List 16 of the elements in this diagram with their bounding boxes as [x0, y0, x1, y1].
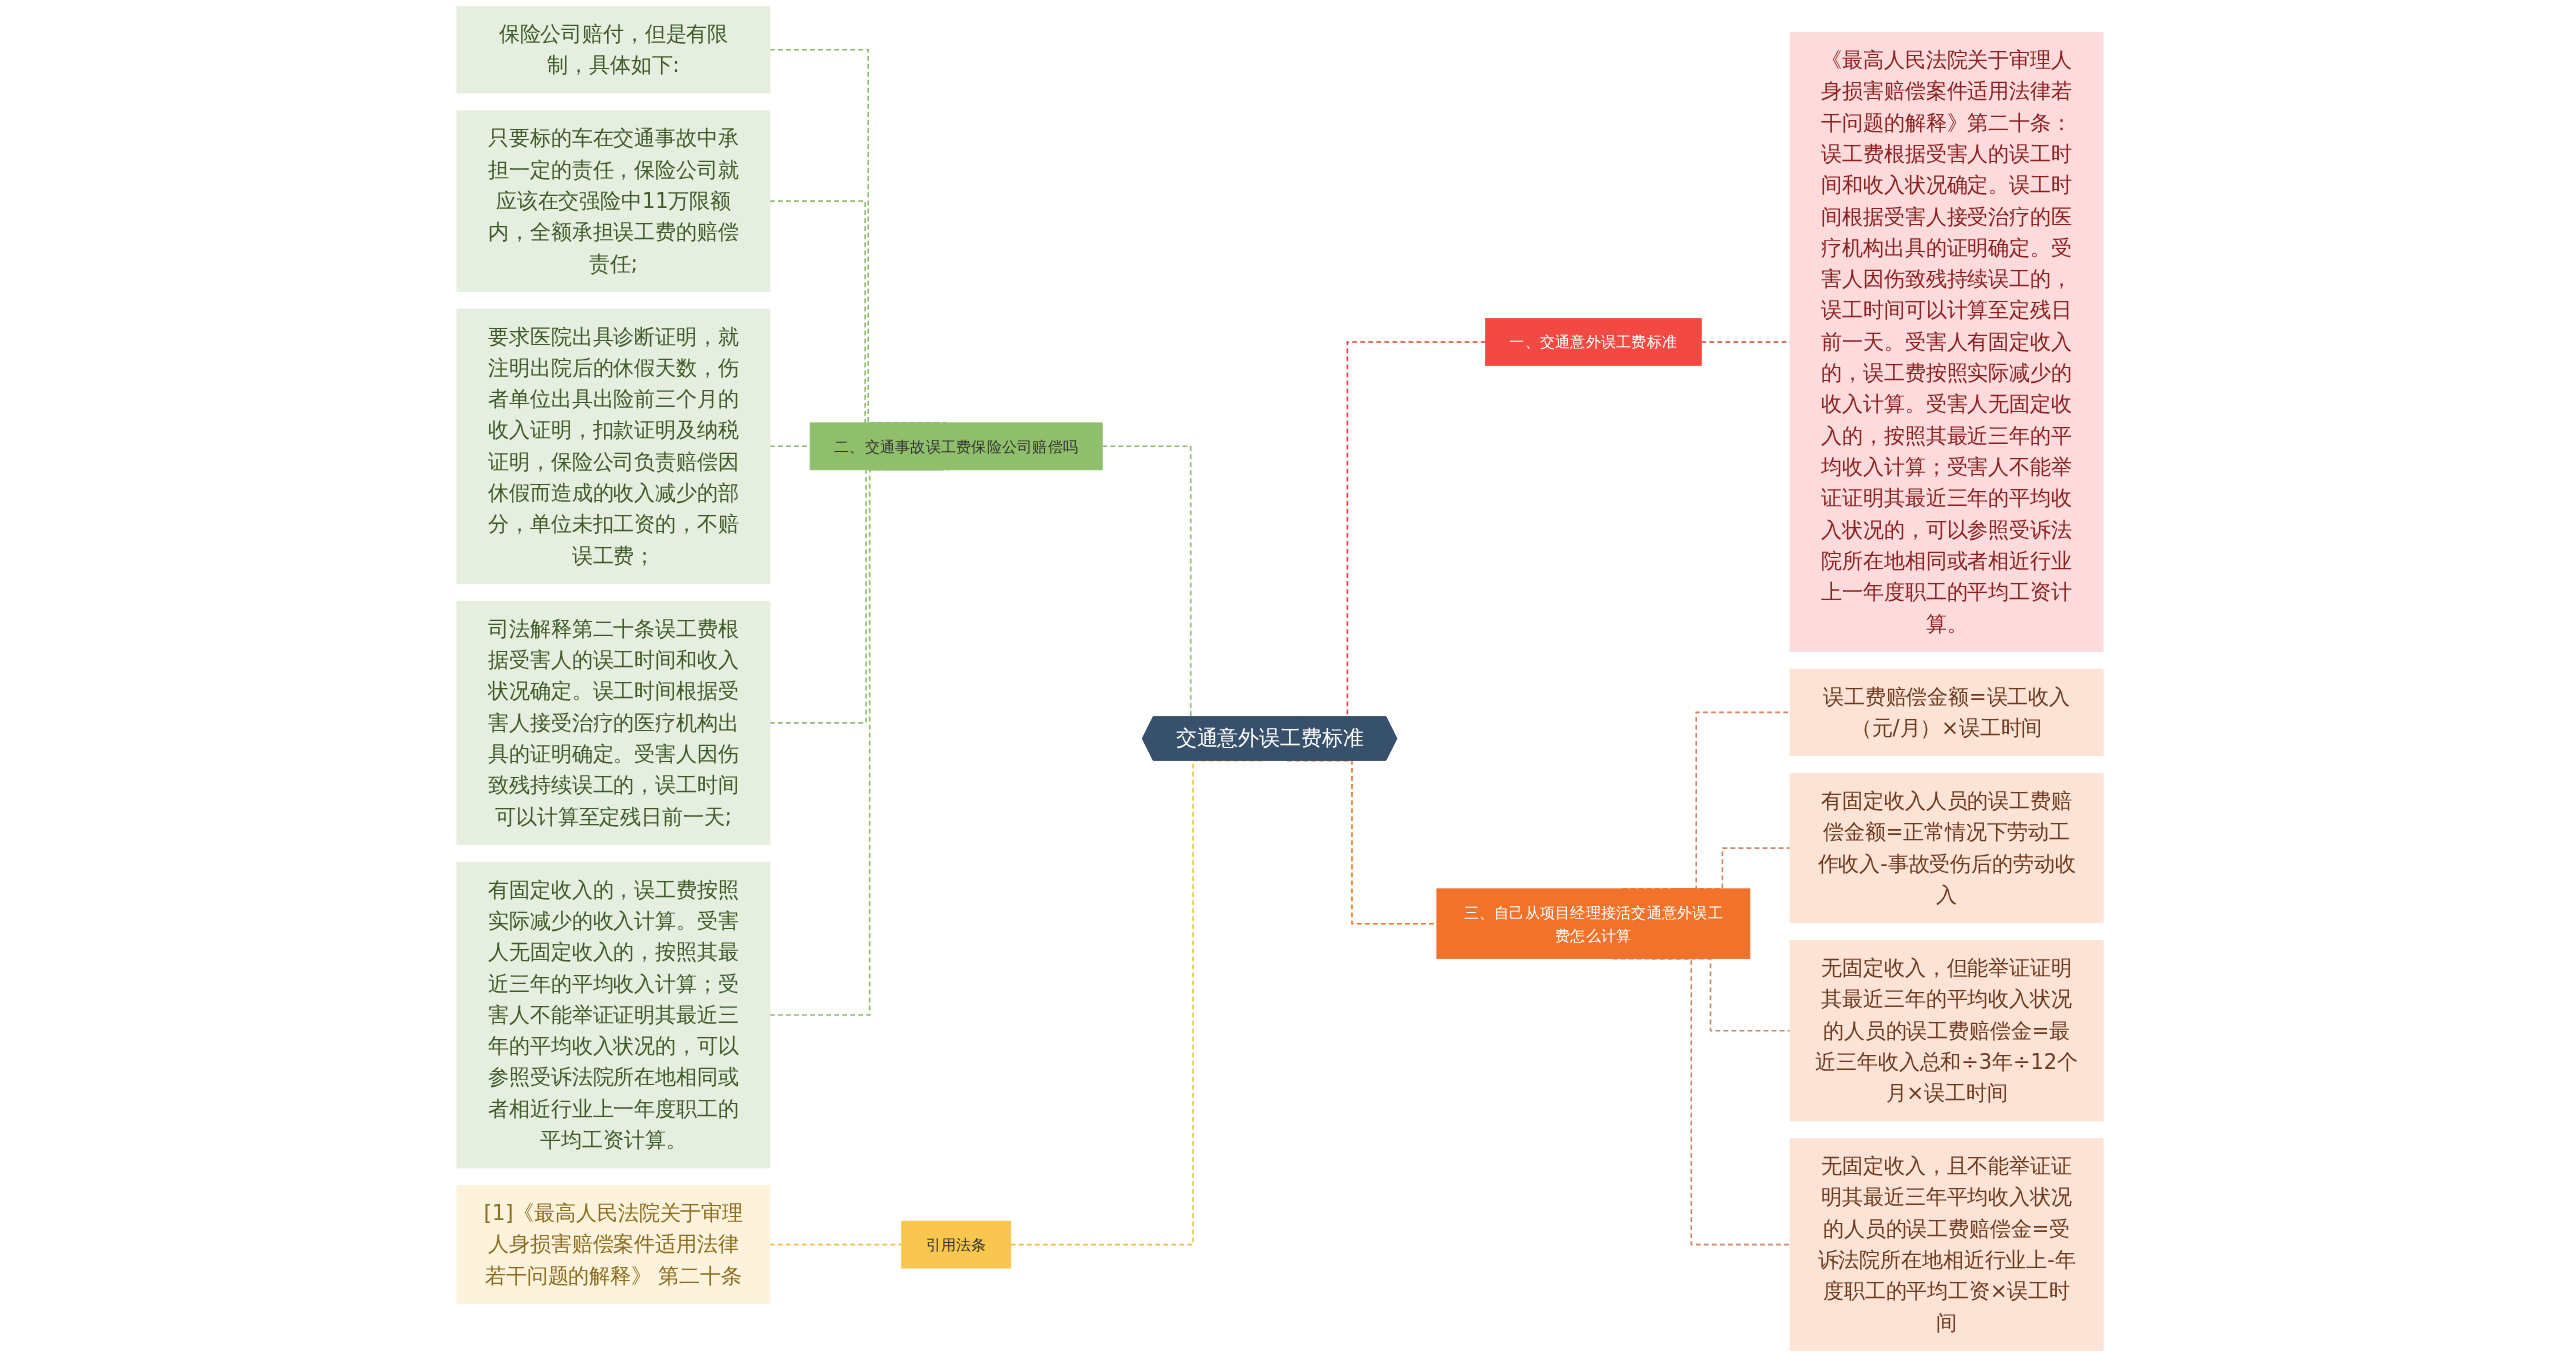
- node-box: 要求医院出具诊断证明，就注明出院后的休假天数，伤者单位出具出险前三个月的收入证明，扣款证明及纳税证明，保险公司负责赔偿因休假而造成的收入减少的部分，单位未扣工资的，不赔误工费；: [456, 308, 771, 584]
- node-box: 引用法条: [901, 1220, 1012, 1269]
- node-box: 误工费赔偿金额=误工收入（元/月）×误工时间: [1789, 668, 2104, 757]
- node-box: 无固定收入，但能举证证明其最近三年的平均收入状况的人员的误工费赔偿金=最近三年收入总和÷3年÷12个月×误工时间: [1789, 940, 2104, 1122]
- node-box: 有固定收入人员的误工费赔偿金额=正常情况下劳动工作收入-事故受伤后的劳动收入: [1789, 773, 2104, 924]
- node-box: [1]《最高人民法院关于审理人身损害赔偿案件适用法律若干问题的解释》 第二十条: [456, 1185, 771, 1304]
- node-box: 无固定收入，且不能举证证明其最近三年平均收入状况的人员的误工费赔偿金=受诉法院所在地相近行业上-年度职工的平均工资×误工时间: [1789, 1138, 2104, 1351]
- node-box: 只要标的车在交通事故中承担一定的责任，保险公司就应该在交强险中11万限额内，全额承担误工费的赔偿责任;: [456, 110, 771, 292]
- node-box: 保险公司赔付，但是有限制，具体如下:: [456, 6, 771, 94]
- node-box: 三、自己从项目经理接活交通意外误工费怎么计算: [1436, 888, 1751, 960]
- node-box: 司法解释第二十条误工费根据受害人的误工时间和收入状况确定。误工时间根据受害人接受治疗的医疗机构出具的证明确定。受害人因伤致残持续误工的，误工时间可以计算至定残日前一天;: [456, 600, 771, 845]
- connector: [769, 1243, 903, 1246]
- node-box: 有固定收入的，误工费按照实际减少的收入计算。受害人无固定收入的，按照其最近三年的平均收入计算；受害人不能举证证明其最近三年的平均收入状况的，可以参照受诉法院所在地相同或者相近行业上一年度职工的平均工资计算。: [456, 861, 771, 1169]
- node-box: 二、交通事故误工费保险公司赔偿吗: [809, 422, 1103, 471]
- node-box: 《最高人民法院关于审理人身损害赔偿案件适用法律若干问题的解释》第二十条：误工费根据受害人的误工时间和收入状况确定。误工时间根据受害人接受治疗的医疗机构出具的证明确定。受害人因伤致残持续误工的，误工时间可以计算至定残日前一天。受害人有固定收入的，误工费按照实际减少的收入计算。受害人无固定收入的，按照其最近三年的平均收入计算；受害人不能举证证明其最近三年的平均收入状况的，可以参照受诉法院所在地相同或者相近行业上一年度职工的平均工资计算。: [1789, 32, 2104, 652]
- node-box: 一、交通意外误工费标准: [1485, 318, 1702, 366]
